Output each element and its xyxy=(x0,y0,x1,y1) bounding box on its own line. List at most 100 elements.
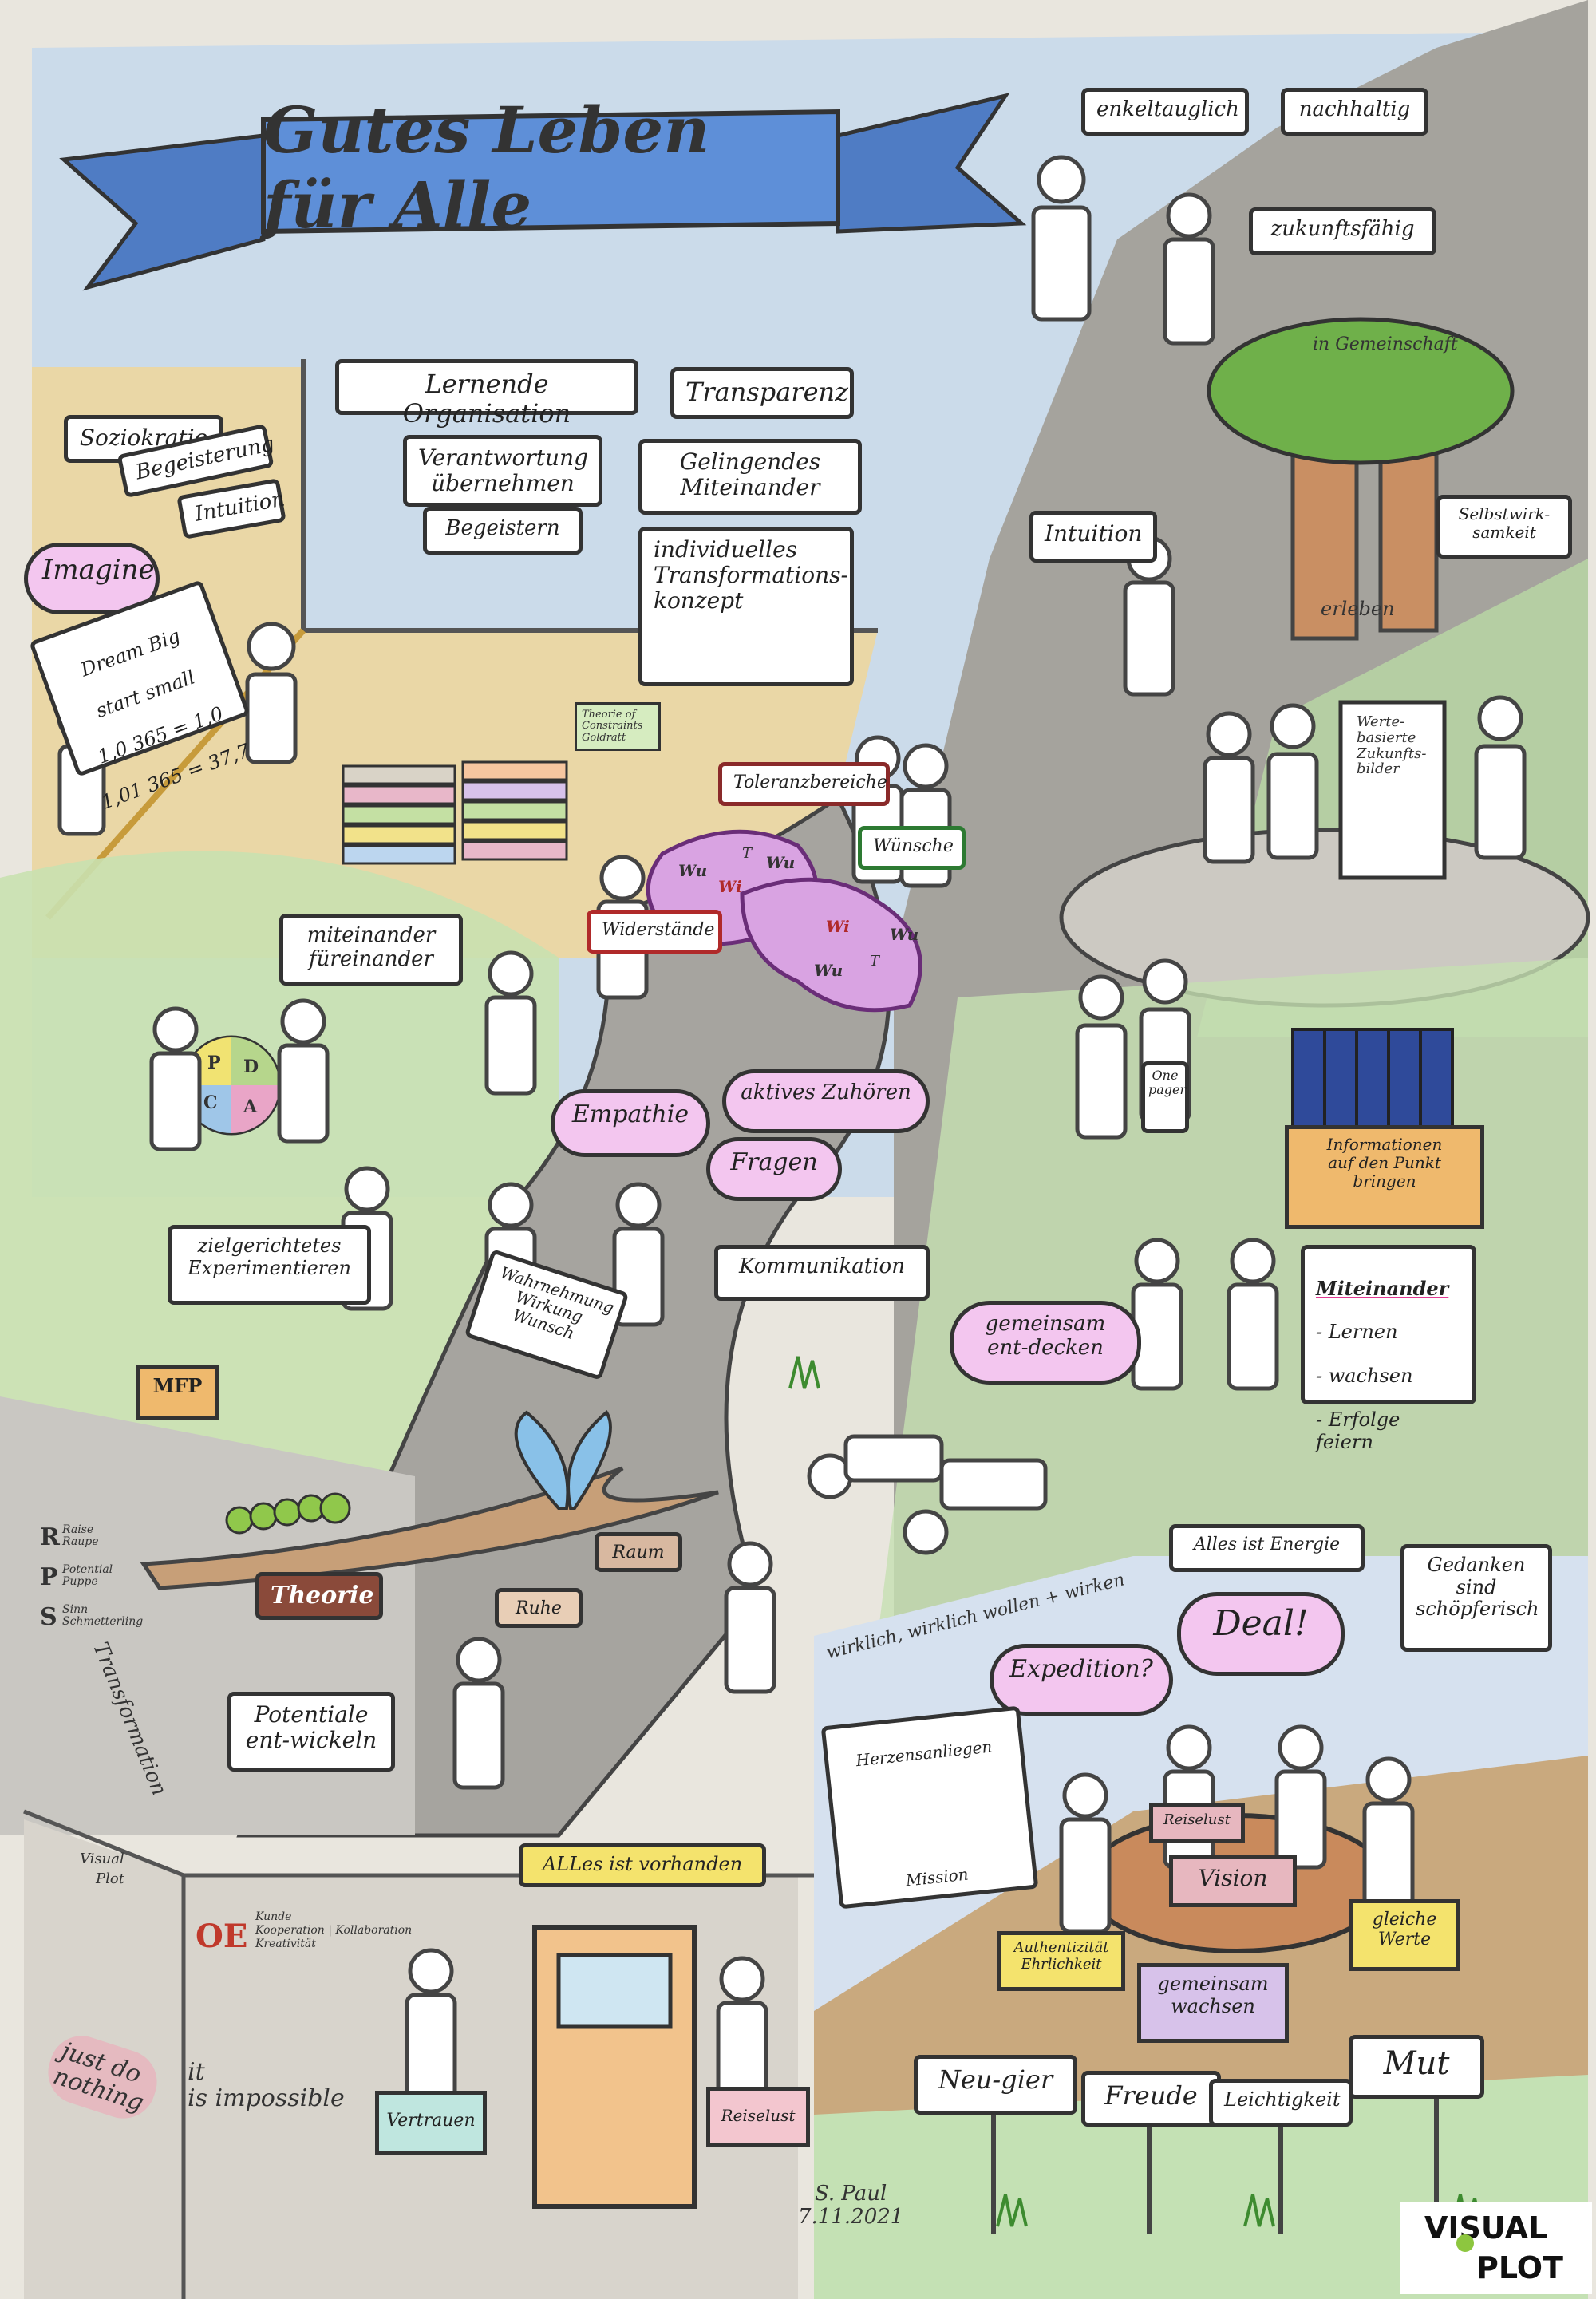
box-gleiche-werte: gleiche Werte xyxy=(1349,1899,1460,1971)
miteinander-item-3: - Erfolge feiern xyxy=(1316,1408,1400,1453)
oe-letters: OE xyxy=(196,1918,248,1955)
scroll-transformationskonzept: individuelles Transformations- konzept xyxy=(638,527,854,686)
box-gemeinsam-wachsen: gemeinsam wachsen xyxy=(1137,1963,1289,2043)
door-window xyxy=(556,1953,673,2029)
rps-p: P xyxy=(40,1563,58,1591)
herzensanliegen-text: Herzensanliegen xyxy=(855,1736,994,1771)
label-lernende-organisation: Lernende Organisation xyxy=(335,359,638,428)
ribbon-main xyxy=(261,109,840,235)
label-toleranzbereiche: Toleranzbereiche xyxy=(718,762,890,806)
bubble-fragen: Fragen xyxy=(706,1137,842,1201)
bubble-aktives-zuhoeren: aktives Zuhören xyxy=(722,1069,930,1133)
label-erleben: erleben xyxy=(1321,598,1395,620)
pdca-q4 xyxy=(231,1085,279,1133)
rps-line-2: Potential Puppe xyxy=(62,1563,113,1589)
small-visual: Visual xyxy=(80,1851,124,1867)
rps-r: R xyxy=(40,1523,60,1551)
small-plot: Plot xyxy=(96,1870,124,1887)
pdca-p: P xyxy=(207,1053,221,1073)
pdca-c: C xyxy=(203,1092,218,1113)
butterfly xyxy=(514,1410,612,1510)
sign-nachhaltig: nachhaltig xyxy=(1281,88,1428,136)
page-title: Gutes Leben für Alle xyxy=(263,93,710,243)
blob-t-1: T xyxy=(742,845,753,862)
blob-wi-2: Wi xyxy=(826,917,850,936)
sign-enkeltauglich: enkeltauglich xyxy=(1081,88,1249,136)
sign-alles-vorhanden: ALLes ist vorhanden xyxy=(519,1843,766,1887)
sign-selbstwirksamkeit: Selbstwirk- samkeit xyxy=(1436,495,1572,559)
signature: S. Paul 7.11.2021 xyxy=(798,2182,904,2229)
book-stacks xyxy=(342,760,568,865)
suitcase-vertrauen: Vertrauen xyxy=(375,2091,487,2155)
pdca-d: D xyxy=(243,1057,259,1077)
box-authentizitaet: Authentizität Ehrlichkeit xyxy=(998,1931,1125,1991)
oe-line-3: Kreativität xyxy=(255,1938,316,1950)
miteinander-item-1: - Lernen xyxy=(1316,1320,1398,1343)
blob-t-2: T xyxy=(870,953,880,970)
tolerance-blob-2 xyxy=(740,877,922,1013)
blob-wi-1: Wi xyxy=(718,877,742,896)
miteinander-item-2: - wachsen xyxy=(1316,1364,1413,1387)
rps-line-3: Sinn Schmetterling xyxy=(62,1603,144,1629)
sign-zukunftsfaehig: zukunftsfähig xyxy=(1249,207,1436,255)
binders xyxy=(1291,1028,1454,1135)
rps-s: S xyxy=(40,1603,57,1631)
board-miteinander: Miteinander - Lernen - wachsen - Erfolge… xyxy=(1301,1245,1476,1453)
label-wuensche: Wünsche xyxy=(858,826,966,870)
bubble-deal: Deal! xyxy=(1177,1592,1345,1676)
sign-ruhe: Ruhe xyxy=(495,1588,583,1628)
blob-wu-2: Wu xyxy=(766,853,796,872)
blob-wu-4: Wu xyxy=(814,961,843,980)
label-widerstaende: Widerstände xyxy=(587,910,722,954)
suitcase-reiselust: Reiselust xyxy=(706,2087,810,2147)
bubble-empathie: Empathie xyxy=(551,1089,710,1157)
logo-line-1: VISUAL xyxy=(1424,2210,1548,2246)
sign-zielgerichtetes-experimentieren: zielgerichtetes Experimentieren xyxy=(168,1225,371,1305)
miteinander-heading: Miteinander xyxy=(1316,1276,1449,1300)
box-mfp: MFP xyxy=(136,1365,219,1420)
sign-potentiale: Potentiale ent-wickeln xyxy=(227,1692,395,1772)
sign-theorie: Theorie xyxy=(255,1572,383,1620)
bubble-gemeinsam-entdecken: gemeinsam ent-decken xyxy=(950,1301,1141,1385)
sign-alles-energie: Alles ist Energie xyxy=(1169,1524,1365,1572)
oe-line-2: Kooperation | Kollaboration xyxy=(255,1924,413,1937)
pdca-q2 xyxy=(231,1037,279,1085)
visual-plot-logo: VISUAL PLOT xyxy=(1400,2202,1592,2294)
label-gelingendes-miteinander: Gelingendes Miteinander xyxy=(638,439,862,515)
box-informationen: Informationen auf den Punkt bringen xyxy=(1285,1125,1484,1229)
tree-crown xyxy=(1207,317,1515,465)
sign-freude: Freude xyxy=(1081,2071,1221,2127)
caterpillar xyxy=(225,1492,351,1535)
label-verantwortung: Verantwortung übernehmen xyxy=(403,435,602,507)
tree-trunk-2 xyxy=(1378,429,1439,633)
rps-line-1: Raise Raupe xyxy=(62,1523,99,1549)
board-herzensanliegen: Herzensanliegen Mission xyxy=(820,1705,1039,1910)
logo-line-2: PLOT xyxy=(1476,2250,1563,2285)
bubble-expedition: Expedition? xyxy=(990,1644,1173,1716)
onepager-sheet: One pager xyxy=(1141,1061,1189,1133)
box-vision: Vision xyxy=(1169,1855,1297,1907)
sign-gedanken: Gedanken sind schöpferisch xyxy=(1400,1544,1552,1652)
text-it-is-impossible: it is impossible xyxy=(188,2058,345,2112)
blob-wu-1: Wu xyxy=(678,861,708,880)
tree-trunk xyxy=(1290,429,1359,641)
sign-miteinander-fuereinander: miteinander füreinander xyxy=(279,914,463,986)
book-title-theorie: Theorie of Constraints Goldratt xyxy=(575,702,661,751)
ribbon-left-tail xyxy=(59,133,266,291)
sign-leichtigkeit: Leichtigkeit xyxy=(1209,2079,1353,2127)
box-reiselust-table: Reiselust xyxy=(1149,1803,1245,1843)
easel-zukunftsbilder: Werte- basierte Zukunfts- bilder xyxy=(1357,713,1427,778)
label-in-gemeinschaft: in Gemeinschaft xyxy=(1313,334,1458,354)
blob-wu-3: Wu xyxy=(890,925,919,944)
sign-mut: Mut xyxy=(1349,2035,1484,2099)
sign-intuition-mountain: Intuition xyxy=(1029,511,1157,563)
logo-green-dot xyxy=(1456,2234,1474,2252)
label-begeistern: Begeistern xyxy=(423,507,583,555)
sign-kommunikation: Kommunikation xyxy=(714,1245,930,1301)
mission-text: Mission xyxy=(904,1864,970,1890)
pdca-a: A xyxy=(243,1096,258,1117)
oe-line-1: Kunde xyxy=(255,1910,292,1923)
grass-left xyxy=(0,851,559,1516)
bottom-grass xyxy=(814,2075,1588,2299)
floor-diag-line xyxy=(23,1809,184,1878)
